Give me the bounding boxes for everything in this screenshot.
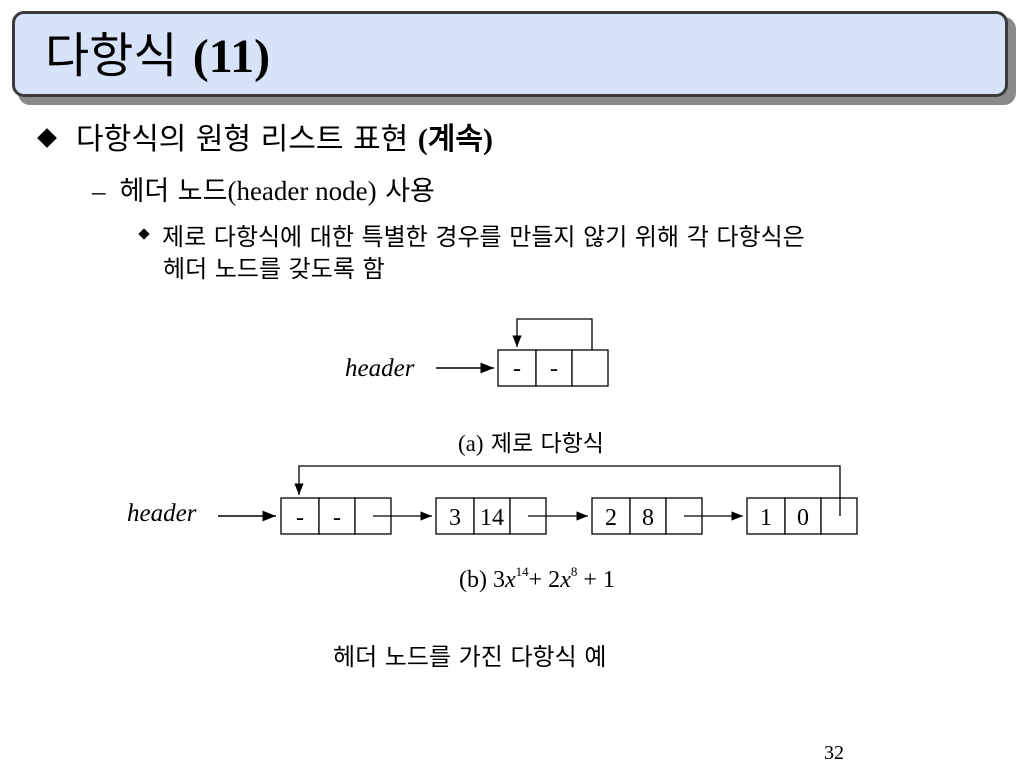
list-node-cell (629, 497, 667, 535)
list-node-exp: 14 (480, 505, 504, 531)
header-label-b: header (127, 500, 197, 527)
page-number: 32 (824, 742, 844, 764)
list-node-cell (746, 497, 786, 535)
list-node-cell (820, 497, 858, 535)
caption-b-sup1: 14 (516, 564, 530, 579)
zero-node-exp: - (550, 356, 558, 382)
bullet2-post: 사용 (385, 176, 435, 207)
title-bar: 다항식 (11) (12, 11, 1008, 97)
header-label-a: header (345, 355, 415, 382)
caption-b-prefix: (b) 3 (459, 567, 505, 593)
list-node-coef: 3 (449, 505, 461, 531)
list-node-exp: - (333, 505, 341, 531)
zero-node-cell (497, 349, 537, 387)
caption-b: (b) 3x14+ 2x8+ 1 (459, 564, 615, 593)
zero-node: - - (497, 349, 609, 387)
list-node-cell (473, 497, 511, 535)
caption-b-sup2: 8 (571, 564, 578, 579)
bullet1-paren: (계속) (417, 123, 493, 156)
zero-node-cell (535, 349, 573, 387)
circular-back-arrow (294, 465, 841, 516)
slide-title-number: (11) (192, 30, 271, 83)
caption-b-x2: x (559, 567, 571, 593)
caption-a-latin: (a) (458, 431, 484, 456)
bullet-level3-continued: 헤더 노드를 갖도록 함 (163, 253, 385, 285)
bullet1-text: 다항식의 원형 리스트 표현 (76, 122, 409, 157)
list-node: 1 0 (746, 497, 858, 535)
bullet2-latin: (header node) (227, 176, 377, 206)
zero-node-cell (571, 349, 609, 387)
list-node-cell (280, 497, 320, 535)
caption-a-korean: 제로 다항식 (490, 431, 604, 457)
bullet-level2: –헤더 노드(header node) 사용 (92, 173, 435, 210)
self-loop-arrow-a (512, 318, 593, 350)
bullet-level1: 다항식의 원형 리스트 표현 (계속) (37, 120, 493, 160)
list-node-coef: 1 (760, 505, 772, 531)
list-node-header: - - (280, 497, 392, 535)
list-node-coef: 2 (605, 505, 617, 531)
zero-node-coef: - (513, 356, 521, 382)
list-node-cell (318, 497, 356, 535)
slide-title: 다항식 (11) (45, 20, 270, 93)
bullet3-line2: 헤더 노드를 갖도록 함 (163, 255, 385, 283)
caption-a: (a) 제로 다항식 (458, 424, 604, 458)
dash-bullet-icon: – (92, 176, 106, 206)
caption-b-mid: + 2 (529, 567, 561, 593)
bullet-level3: 제로 다항식에 대한 특별한 경우를 만들지 않기 위해 각 다항식은 (138, 221, 805, 253)
bullet2-pre: 헤더 노드 (119, 176, 228, 207)
slide-title-korean: 다항식 (45, 28, 178, 84)
caption-b-x1: x (504, 567, 516, 593)
list-node-exp: 8 (642, 505, 654, 531)
caption-b-tail: + 1 (583, 567, 615, 593)
list-node-exp: 0 (797, 505, 809, 531)
bullet3-line1: 제로 다항식에 대한 특별한 경우를 만들지 않기 위해 각 다항식은 (162, 223, 805, 251)
list-node-coef: - (296, 505, 304, 531)
figure-caption: 헤더 노드를 가진 다항식 예 (333, 643, 607, 671)
